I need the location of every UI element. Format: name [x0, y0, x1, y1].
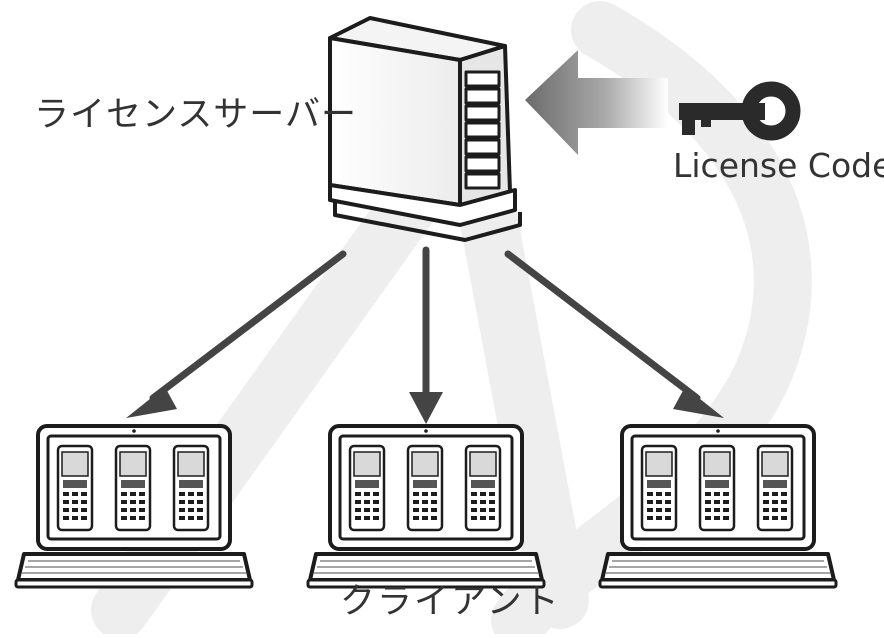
arrow-to-right-client [504, 250, 701, 402]
laptop-icon [600, 426, 836, 587]
laptop-icon [16, 426, 252, 587]
license-code-label: License Code [673, 146, 884, 185]
license-arrow [525, 50, 668, 155]
clients-label: クライアント [340, 582, 561, 622]
server-tower-icon [328, 16, 522, 242]
arrow-to-left-client [149, 250, 347, 402]
drive-bays [464, 70, 501, 190]
key-icon [679, 81, 801, 141]
server-label: ライセンスサーバー [34, 95, 357, 135]
server-to-clients-arrows [126, 246, 724, 424]
laptop-icon [308, 426, 544, 587]
client-laptops [16, 426, 836, 587]
